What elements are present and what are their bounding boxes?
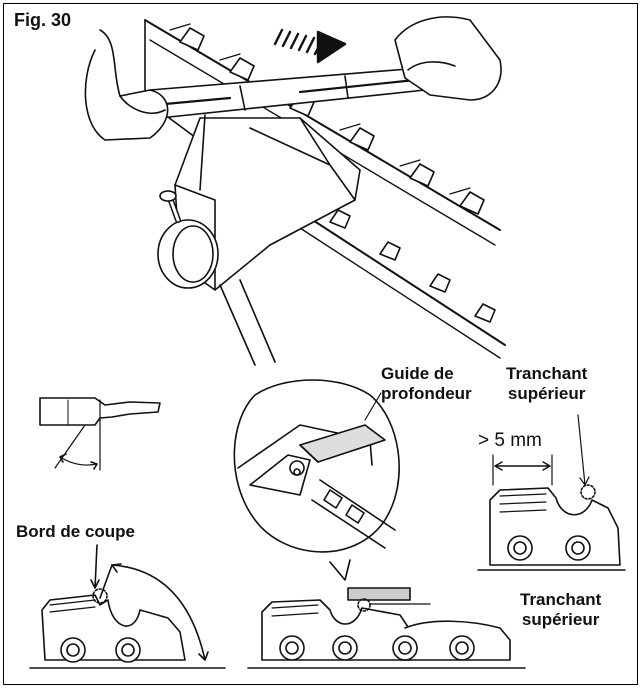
chain-bottom-icon [247, 587, 526, 669]
depth-guide-line2: profondeur [381, 383, 472, 403]
gap-measure-label: > 5 mm [478, 430, 542, 451]
tooth-side-icon [39, 397, 161, 471]
top-edge-upper-line1: Tranchant [506, 364, 588, 383]
cutting-edge-label: Bord de coupe [16, 522, 136, 541]
chain-lower-icon [299, 209, 506, 359]
hand-left-icon [84, 29, 169, 141]
figure-label: Fig. 30 [14, 10, 72, 30]
direction-arrow-icon [273, 28, 347, 64]
cutter-tooth-icon [29, 544, 226, 669]
depth-guide-label: Guide de profondeur [381, 364, 472, 403]
depth-guide-line1: Guide de [381, 364, 454, 383]
top-edge-lower-line1: Tranchant [520, 590, 602, 609]
top-edge-label-upper: Tranchant supérieur [506, 364, 587, 403]
vise-icon [157, 114, 361, 366]
top-edge-lower-line2: supérieur [521, 609, 600, 629]
hand-right-icon [394, 16, 502, 101]
cutter-measure-icon [477, 414, 626, 571]
top-edge-upper-line2: supérieur [507, 383, 586, 403]
top-edge-label-lower: Tranchant supérieur [520, 590, 601, 629]
depth-gauge-icon [233, 379, 400, 581]
